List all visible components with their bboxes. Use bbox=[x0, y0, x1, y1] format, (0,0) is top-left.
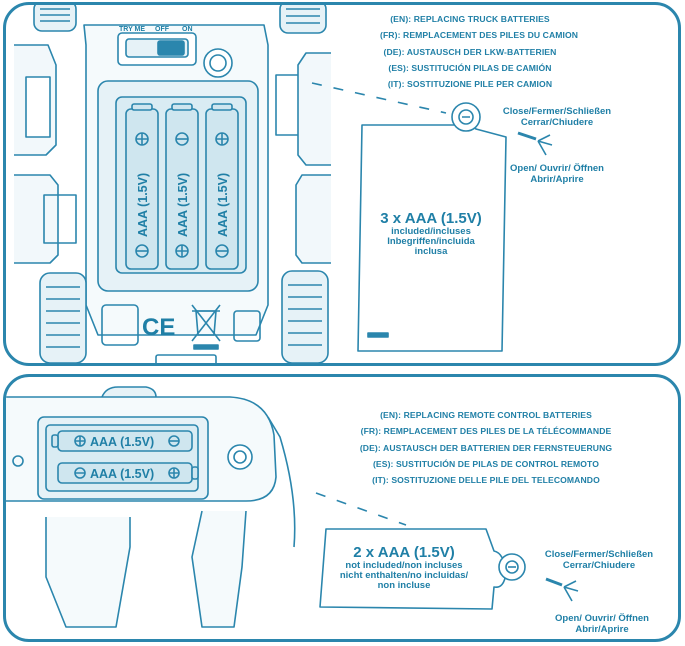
truck-open-instruction: Open/ Ouvrir/ Öffnen Abrir/Aprire bbox=[510, 163, 604, 185]
remote-battery-1-label: AAA (1.5V) bbox=[90, 435, 154, 449]
remote-illustration: AAA (1.5V) AAA (1.5V) bbox=[6, 386, 579, 628]
truck-illustration: TRY ME OFF ON AAA (1.5V) AAA (1.5V) AAA … bbox=[14, 5, 553, 363]
remote-lang-it: (IT): SOSTITUZIONE DELLE PILE DEL TELECO… bbox=[372, 475, 600, 486]
weee-bin-icon bbox=[191, 304, 221, 350]
remote-battery-1 bbox=[51, 430, 193, 452]
remote-lang-fr: (FR): REMPLACEMENT DES PILES DE LA TÉLÉC… bbox=[360, 426, 612, 437]
remote-lang-de: (DE): AUSTAUSCH DER BATTERIEN DER FERNST… bbox=[359, 442, 613, 453]
switch-label-on: ON bbox=[182, 26, 193, 33]
remote-close-instruction: Close/Fermer/Schließen Cerrar/Chiudere bbox=[544, 549, 654, 571]
truck-lang-it: (IT): SOSTITUZIONE PILE PER CAMION bbox=[387, 79, 553, 90]
truck-battery-3-label: AAA (1.5V) bbox=[216, 173, 230, 237]
truck-lang-fr: (FR): REMPLACEMENT DES PILES DU CAMION bbox=[380, 30, 579, 41]
remote-cover-label: 2 x AAA (1.5V) not included/non incluses… bbox=[322, 544, 486, 591]
remote-open-instruction: Open/ Ouvrir/ Öffnen Abrir/Aprire bbox=[555, 613, 649, 635]
truck-battery-count: 3 x AAA (1.5V) bbox=[380, 210, 482, 227]
close-screwdriver-icon-remote bbox=[545, 577, 579, 602]
switch-label-off: OFF bbox=[155, 26, 170, 33]
remote-battery-panel: AAA (1.5V) AAA (1.5V) (EN): REPLACING RE… bbox=[3, 374, 681, 642]
tire-top-left bbox=[33, 5, 77, 32]
tire-bottom-right bbox=[281, 270, 329, 363]
remote-lang-es: (ES): SUSTITUCIÓN DE PILAS DE CONTROL RE… bbox=[372, 458, 600, 469]
remote-lang-en: (EN): REPLACING REMOTE CONTROL BATTERIES bbox=[380, 410, 592, 420]
truck-battery-1 bbox=[125, 103, 159, 270]
truck-battery-3 bbox=[205, 103, 239, 270]
truck-cover-label: 3 x AAA (1.5V) included/incluses Inbegri… bbox=[358, 210, 504, 257]
truck-battery-2-label: AAA (1.5V) bbox=[176, 173, 190, 237]
ce-mark: CE bbox=[142, 314, 175, 341]
truck-battery-panel: TRY ME OFF ON AAA (1.5V) AAA (1.5V) AAA … bbox=[3, 2, 681, 366]
truck-language-list: (EN): REPLACING TRUCK BATTERIES (FR): RE… bbox=[380, 11, 579, 92]
remote-battery-count: 2 x AAA (1.5V) bbox=[353, 544, 455, 561]
truck-lang-es: (ES): SUSTITUCIÓN PILAS DE CAMIÓN bbox=[388, 62, 552, 73]
truck-close-instruction: Close/Fermer/Schließen Cerrar/Chiudere bbox=[502, 106, 612, 128]
remote-battery-2 bbox=[57, 462, 199, 484]
truck-lang-en: (EN): REPLACING TRUCK BATTERIES bbox=[390, 14, 550, 24]
remote-language-list: (EN): REPLACING REMOTE CONTROL BATTERIES… bbox=[356, 407, 616, 488]
switch-label-tryme: TRY ME bbox=[119, 26, 145, 33]
close-screwdriver-icon bbox=[517, 131, 553, 156]
truck-battery-1-label: AAA (1.5V) bbox=[136, 173, 150, 237]
tire-top-right bbox=[279, 5, 327, 34]
remote-battery-2-label: AAA (1.5V) bbox=[90, 467, 154, 481]
truck-battery-2 bbox=[165, 103, 199, 270]
truck-lang-de: (DE): AUSTAUSCH DER LKW-BATTERIEN bbox=[383, 46, 557, 57]
tire-bottom-left bbox=[39, 272, 87, 363]
